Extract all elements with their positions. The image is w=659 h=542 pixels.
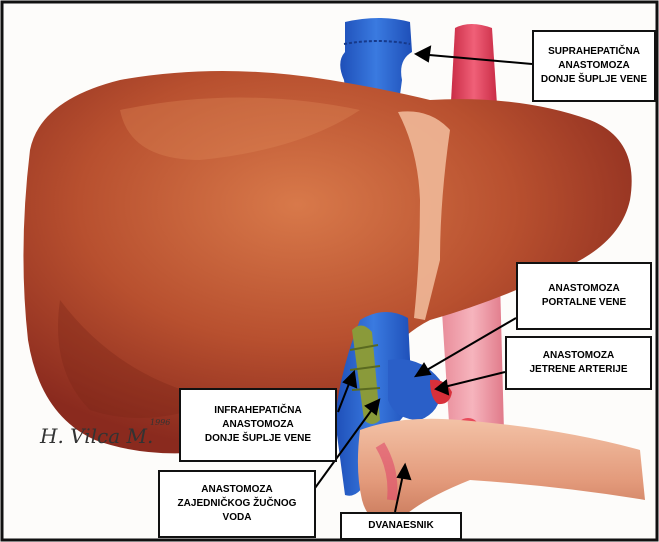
label-line: DONJE ŠUPLJE VENE [205, 432, 311, 446]
label-hepatic-artery-anastomosis: ANASTOMOZA JETRENE ARTERIJE [505, 336, 652, 390]
label-portal-vein-anastomosis: ANASTOMOZA PORTALNE VENE [516, 262, 652, 330]
label-bile-duct-anastomosis: ANASTOMOZA ZAJEDNIČKOG ŽUČNOG VODA [158, 470, 316, 538]
label-line: VODA [223, 511, 252, 525]
label-line: PORTALNE VENE [542, 296, 626, 310]
label-line: INFRAHEPATIČNA [214, 404, 301, 418]
artist-signature-year: 1996 [150, 418, 170, 427]
label-line: ZAJEDNIČKOG ŽUČNOG [178, 497, 297, 511]
label-line: ANASTOMOZA [201, 483, 272, 497]
arrow-suprahepatic-head [416, 47, 430, 61]
label-line: DONJE ŠUPLJE VENE [541, 73, 647, 87]
label-line: DVANAESNIK [368, 519, 433, 533]
label-line: ANASTOMOZA [222, 418, 293, 432]
label-line: ANASTOMOZA [548, 282, 619, 296]
label-suprahepatic-anastomosis: SUPRAHEPATIČNA ANASTOMOZA DONJE ŠUPLJE V… [532, 30, 656, 102]
label-line: SUPRAHEPATIČNA [548, 45, 640, 59]
label-duodenum: DVANAESNIK [340, 512, 462, 540]
label-line: ANASTOMOZA [543, 349, 614, 363]
label-line: ANASTOMOZA [558, 59, 629, 73]
artist-signature: H. Vilca M. [40, 424, 153, 448]
label-line: JETRENE ARTERIJE [530, 363, 628, 377]
label-infrahepatic-anastomosis: INFRAHEPATIČNA ANASTOMOZA DONJE ŠUPLJE V… [179, 388, 337, 462]
